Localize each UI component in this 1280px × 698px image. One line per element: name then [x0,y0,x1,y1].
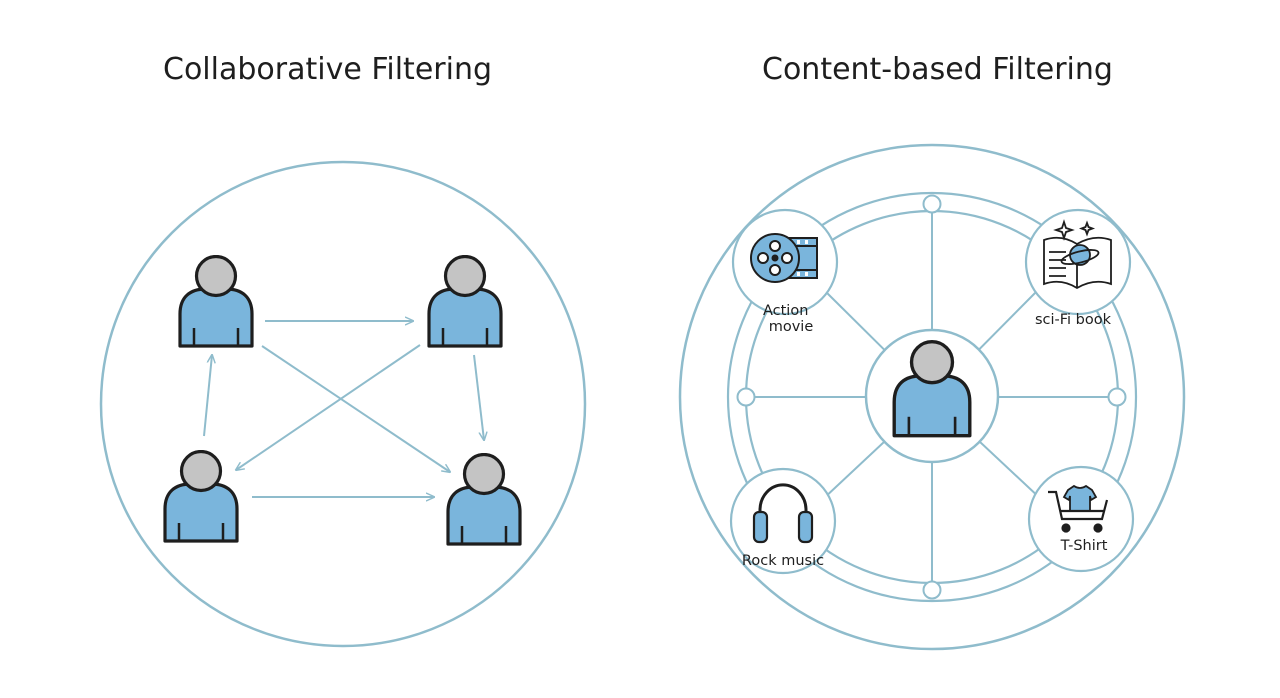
rock-music-circle [729,467,837,575]
arrow-top-left-to-bottom-right [261,345,450,472]
arrow-bottom-left-to-top-left [203,355,212,437]
collaborative-outer-circle [99,160,587,648]
t-shirt-label: T-Shirt [1060,538,1108,554]
user-icon-bottom-right [446,453,522,546]
item-scifi-book: sci-Fi book [1024,208,1132,328]
item-rock-music: Rock music [729,467,837,575]
scifi-book-label: sci-Fi book [1035,312,1112,328]
node-right [1107,387,1127,407]
content-based-filtering-title: Content-based Filtering [762,52,1113,87]
content-outer-circle [678,143,1186,651]
collaborative-diagram [99,160,587,648]
collaborative-filtering-title: Collaborative Filtering [163,52,493,87]
action-movie-label: Action movie [763,303,813,335]
content-based-diagram: Action movie [678,143,1186,651]
node-left [736,387,756,407]
open-book-planet-icon [1043,219,1112,290]
item-action-movie: Action movie [731,208,839,335]
user-arrows [203,321,484,497]
item-t-shirt: T-Shirt [1027,465,1135,573]
user-icon-top-left [178,255,254,348]
node-bottom [922,580,942,600]
film-reel-icon [750,233,818,283]
user-icon-bottom-left [163,450,239,543]
rock-music-label: Rock music [742,553,824,569]
user-icon-top-right [427,255,503,348]
arrow-top-right-to-bottom-left [236,344,421,470]
shopping-cart-tshirt-icon [1048,484,1109,533]
headphones-icon [752,483,814,544]
content-ring-outer [726,191,1138,603]
ring-nodes [736,194,1127,600]
arrow-top-right-to-bottom-right [473,354,484,440]
node-top [922,194,942,214]
